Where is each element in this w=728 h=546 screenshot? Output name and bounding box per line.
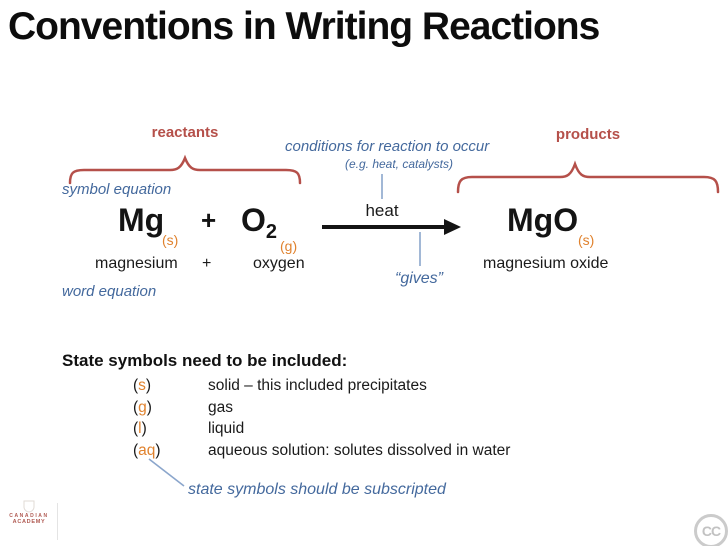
arrow-condition-label: heat bbox=[365, 201, 399, 220]
reactant2-element: O bbox=[241, 202, 266, 238]
symbol-equation-label: symbol equation bbox=[62, 181, 172, 198]
paren-open: ( bbox=[133, 377, 139, 394]
word-product: magnesium oxide bbox=[483, 255, 609, 272]
plus-sign: + bbox=[201, 205, 217, 235]
state-letter: aq bbox=[138, 442, 156, 459]
gives-label: “gives” bbox=[395, 270, 444, 287]
state-letter: g bbox=[138, 399, 147, 416]
products-label: products bbox=[555, 126, 621, 143]
reactants-label: reactants bbox=[151, 124, 219, 141]
logo-text-line2: ACADEMY bbox=[12, 519, 46, 525]
product-state-symbol: (s) bbox=[578, 232, 595, 248]
paren-close: ) bbox=[146, 399, 152, 416]
reaction-arrow-head bbox=[444, 219, 461, 235]
footer-divider bbox=[57, 503, 58, 540]
state-symbol-s: (s) bbox=[133, 377, 151, 395]
state-symbols-heading: State symbols need to be included: bbox=[62, 351, 348, 370]
reactant2-subscript: 2 bbox=[265, 221, 278, 243]
state-description-g: gas bbox=[208, 399, 233, 416]
paren-open: ( bbox=[133, 399, 139, 416]
subscript-note: state symbols should be subscripted bbox=[188, 481, 446, 498]
word-reactant2: oxygen bbox=[253, 255, 305, 272]
reactant1-formula: Mg bbox=[118, 202, 165, 238]
paren-close: ) bbox=[145, 377, 152, 394]
note-connector-line bbox=[148, 458, 185, 487]
state-symbol-aq: (aq) bbox=[133, 442, 161, 460]
word-plus-sign: + bbox=[202, 255, 212, 272]
state-description-s: solid – this included precipitates bbox=[208, 377, 427, 394]
reactant1-state-symbol: (s) bbox=[162, 232, 179, 248]
reactant2-state-symbol: (g) bbox=[280, 238, 298, 254]
state-description-l: liquid bbox=[208, 420, 245, 437]
conditions-example-label: (e.g. heat, catalysts) bbox=[344, 157, 454, 171]
conditions-label: conditions for reaction to occur bbox=[285, 138, 490, 155]
word-equation-label: word equation bbox=[62, 283, 157, 300]
state-letter: l bbox=[138, 420, 142, 437]
reactants-brace bbox=[68, 154, 302, 185]
paren-open: ( bbox=[133, 420, 139, 437]
state-symbol-g: (g) bbox=[133, 399, 152, 417]
word-reactant1: magnesium bbox=[95, 255, 178, 272]
state-description-aq: aqueous solution: solutes dissolved in w… bbox=[208, 442, 511, 459]
paren-close: ) bbox=[141, 420, 147, 437]
paren-close: ) bbox=[155, 442, 161, 459]
reactant2-formula: O2 bbox=[241, 204, 277, 242]
canadian-academy-logo: CANADIAN ACADEMY bbox=[6, 500, 52, 526]
state-letter: s bbox=[138, 377, 146, 394]
product-formula: MgO bbox=[507, 202, 579, 238]
paren-open: ( bbox=[133, 442, 139, 459]
page-title: Conventions in Writing Reactions bbox=[8, 5, 600, 48]
logo-text-line1: CANADIAN bbox=[9, 513, 49, 519]
state-symbol-l: (l) bbox=[133, 420, 147, 438]
creative-commons-icon: CC bbox=[694, 514, 728, 546]
logo-crest-icon bbox=[23, 500, 35, 513]
